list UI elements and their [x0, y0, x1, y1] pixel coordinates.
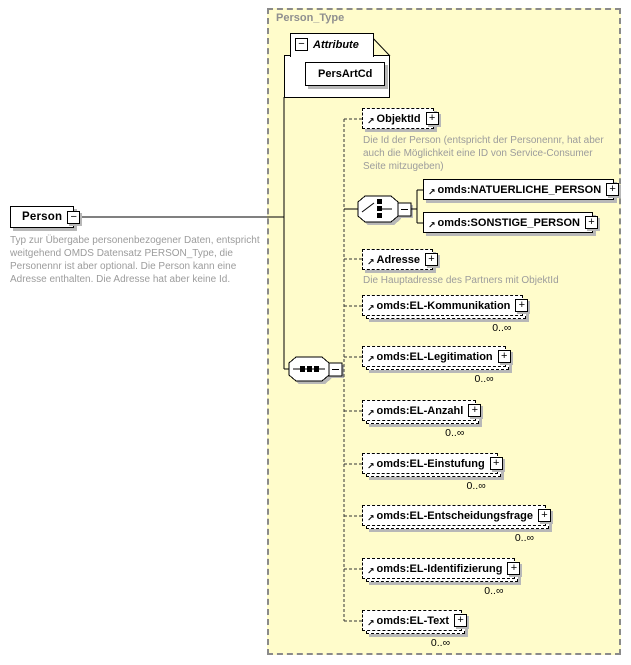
expand-icon[interactable]: + — [424, 253, 438, 266]
element-name: omds:EL-Entscheidungsfrage — [376, 509, 534, 522]
expand-icon[interactable]: + — [489, 457, 503, 470]
reference-arrow-icon: ↗ — [428, 220, 436, 230]
element-row: ↗ omds:EL-Entscheidungsfrage + 0..∞ — [362, 505, 552, 544]
element-name: omds:NATUERLICHE_PERSON — [437, 183, 602, 196]
annotation-adresse: Die Hauptadresse des Partners mit Objekt… — [363, 275, 559, 286]
element-el-kommunikation[interactable]: ↗ omds:EL-Kommunikation + — [362, 295, 529, 319]
element-el-identifizierung[interactable]: ↗ omds:EL-Identifizierung + — [362, 558, 521, 582]
attribute-name: PersArtCd — [318, 68, 373, 80]
annotation-person: Typ zur Übergabe personenbezogener Daten… — [10, 235, 260, 285]
attribute-group-label: Attribute — [313, 38, 359, 51]
occurrence-label: 0..∞ — [484, 585, 504, 597]
element-row: ↗ ObjektId + — [362, 108, 439, 129]
occurrence-label: 0..∞ — [514, 532, 535, 544]
attribute-persartcd[interactable]: PersArtCd — [305, 62, 386, 86]
element-name: omds:EL-Einstufung — [376, 457, 485, 470]
collapse-icon[interactable]: − — [67, 210, 81, 224]
expand-icon[interactable]: + — [606, 183, 620, 196]
element-name: omds:EL-Anzahl — [376, 404, 464, 417]
element-natuerliche-person[interactable]: ↗ omds:NATUERLICHE_PERSON + — [423, 179, 620, 200]
reference-arrow-icon: ↗ — [367, 303, 375, 313]
element-el-anzahl[interactable]: ↗ omds:EL-Anzahl + — [362, 400, 482, 424]
occurrence-label: 0..∞ — [492, 322, 512, 334]
reference-arrow-icon: ↗ — [367, 461, 375, 471]
person-type-title: Person_Type — [276, 12, 345, 24]
element-row: ↗ Adresse + — [362, 249, 438, 270]
element-name: Person — [22, 211, 63, 223]
element-row: ↗ omds:SONSTIGE_PERSON + — [423, 212, 598, 233]
element-row: ↗ omds:EL-Identifizierung + 0..∞ — [362, 558, 521, 597]
expand-icon[interactable]: + — [425, 112, 439, 125]
reference-arrow-icon: ↗ — [428, 187, 436, 197]
expand-icon[interactable]: + — [468, 404, 482, 417]
element-name: omds:EL-Legitimation — [376, 350, 493, 363]
reference-arrow-icon: ↗ — [367, 257, 375, 267]
occurrence-label: 0..∞ — [474, 373, 494, 385]
reference-arrow-icon: ↗ — [367, 116, 375, 126]
element-name: ObjektId — [376, 112, 421, 125]
element-name: Adresse — [376, 253, 420, 266]
element-row: ↗ omds:EL-Legitimation + 0..∞ — [362, 346, 511, 385]
expand-icon[interactable]: + — [584, 216, 598, 229]
annotation-objektid: Die Id der Person (entspricht der Person… — [363, 135, 604, 172]
element-row: ↗ omds:EL-Kommunikation + 0..∞ — [362, 295, 529, 334]
element-objektid[interactable]: ↗ ObjektId + — [362, 108, 439, 129]
element-person[interactable]: Person − — [10, 206, 81, 228]
element-el-entscheidungsfrage[interactable]: ↗ omds:EL-Entscheidungsfrage + — [362, 505, 552, 529]
reference-arrow-icon: ↗ — [367, 513, 375, 523]
expand-icon[interactable]: + — [454, 614, 468, 627]
element-adresse[interactable]: ↗ Adresse + — [362, 249, 438, 270]
reference-arrow-icon: ↗ — [367, 354, 375, 364]
expand-icon[interactable]: + — [497, 350, 511, 363]
reference-arrow-icon: ↗ — [367, 618, 375, 628]
reference-arrow-icon: ↗ — [367, 566, 375, 576]
occurrence-label: 0..∞ — [466, 480, 486, 492]
collapse-icon[interactable]: − — [295, 38, 308, 51]
expand-icon[interactable]: + — [538, 509, 552, 522]
expand-icon[interactable]: + — [515, 299, 529, 312]
element-name: omds:EL-Text — [376, 614, 450, 627]
expand-icon[interactable]: + — [507, 562, 521, 575]
element-el-legitimation[interactable]: ↗ omds:EL-Legitimation + — [362, 346, 511, 370]
element-row: ↗ omds:EL-Einstufung + 0..∞ — [362, 453, 503, 492]
attribute-group-tab[interactable]: − Attribute — [290, 33, 374, 57]
reference-arrow-icon: ↗ — [367, 408, 375, 418]
element-el-text[interactable]: ↗ omds:EL-Text + — [362, 610, 468, 634]
element-name: omds:EL-Identifizierung — [376, 562, 503, 575]
element-row: ↗ omds:NATUERLICHE_PERSON + — [423, 179, 620, 200]
element-sonstige-person[interactable]: ↗ omds:SONSTIGE_PERSON + — [423, 212, 598, 233]
element-row: ↗ omds:EL-Anzahl + 0..∞ — [362, 400, 482, 439]
element-name: omds:SONSTIGE_PERSON — [437, 216, 580, 229]
element-name: omds:EL-Kommunikation — [376, 299, 511, 312]
element-row: ↗ omds:EL-Text + 0..∞ — [362, 610, 468, 649]
person-type-frame — [267, 8, 621, 655]
occurrence-label: 0..∞ — [430, 637, 451, 649]
occurrence-label: 0..∞ — [445, 427, 465, 439]
element-el-einstufung[interactable]: ↗ omds:EL-Einstufung + — [362, 453, 503, 477]
